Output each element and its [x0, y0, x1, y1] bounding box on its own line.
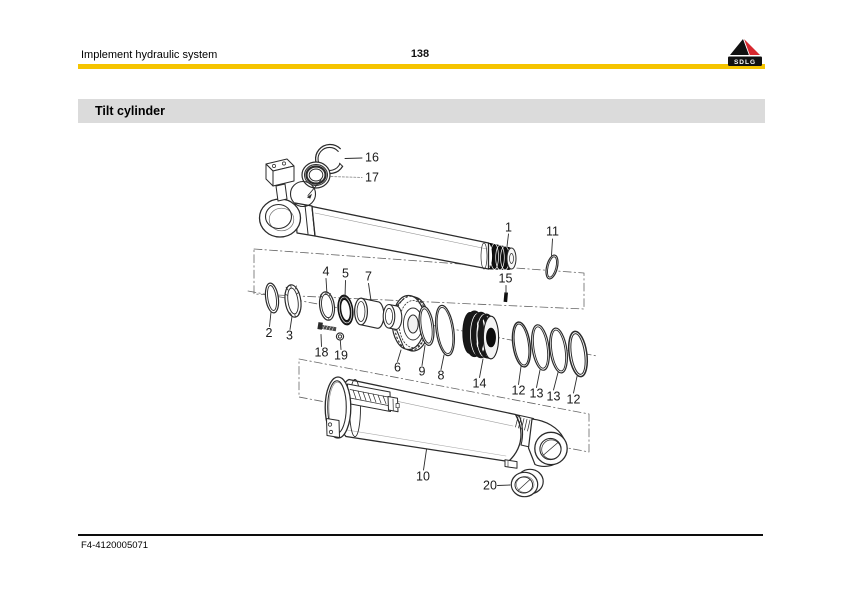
callout-9: 9: [419, 364, 426, 378]
callout-10: 10: [416, 469, 430, 483]
o-ring-8: [435, 304, 455, 357]
piston-rod-assembly: [258, 158, 517, 271]
snap-ring-16: [314, 143, 344, 175]
callout-8: 8: [438, 368, 445, 382]
callout-12-left: 12: [512, 383, 526, 397]
footer-doc-number: F4-4120005071: [81, 540, 149, 551]
callout-11: 11: [546, 224, 559, 238]
callout-15: 15: [499, 271, 513, 285]
callout-2: 2: [266, 326, 273, 340]
callout-4: 4: [323, 264, 330, 278]
o-ring-11: [545, 254, 559, 280]
sdlg-logo-icon: SDLG: [728, 38, 762, 66]
callout-14: 14: [473, 376, 487, 390]
callout-20: 20: [483, 478, 497, 492]
cylinder-gland-6: [382, 294, 430, 352]
ring-12-left: [511, 321, 532, 368]
piston-14: [462, 310, 500, 360]
washer-19: [335, 332, 345, 341]
callouts: 16 17 1 11 15 4 5 7 2 3 18 19 6 9 8 14 1…: [266, 150, 581, 492]
callout-3: 3: [286, 328, 293, 342]
leader-lines: [269, 157, 578, 486]
screw-18: [317, 322, 337, 332]
ring-4: [318, 291, 336, 321]
callout-19: 19: [334, 348, 348, 362]
ring-13-left: [530, 324, 551, 371]
o-ring-9: [418, 306, 435, 346]
callout-18: 18: [315, 345, 329, 359]
header-yellow-rule: [78, 64, 765, 69]
callout-5: 5: [342, 266, 349, 280]
header-page-number: 138: [410, 48, 430, 60]
section-title-bar: Tilt cylinder: [78, 99, 765, 123]
seal-ring-5: [337, 294, 354, 326]
cylinder-barrel: [324, 376, 568, 469]
sleeve-7: [354, 297, 385, 329]
ring-2: [264, 282, 280, 314]
callout-7: 7: [365, 269, 372, 283]
sdlg-logo-text: SDLG: [734, 59, 756, 66]
callout-6: 6: [394, 360, 401, 374]
callout-13-right: 13: [547, 389, 561, 403]
pin-15: [503, 292, 508, 303]
callout-1: 1: [505, 220, 512, 234]
callout-16: 16: [365, 150, 379, 164]
eye-bushing-20: [510, 468, 544, 498]
ring-13-right: [549, 327, 568, 374]
ring-12-right: [567, 330, 589, 378]
ring-3: [284, 284, 302, 318]
section-title: Tilt cylinder: [95, 104, 165, 118]
header-chapter-title: Implement hydraulic system: [81, 49, 218, 61]
callout-13-left: 13: [530, 386, 544, 400]
eye-bushing-17: [289, 161, 331, 208]
footer-rule: [78, 534, 763, 536]
callout-17: 17: [365, 170, 379, 184]
callout-12-right: 12: [567, 392, 581, 406]
